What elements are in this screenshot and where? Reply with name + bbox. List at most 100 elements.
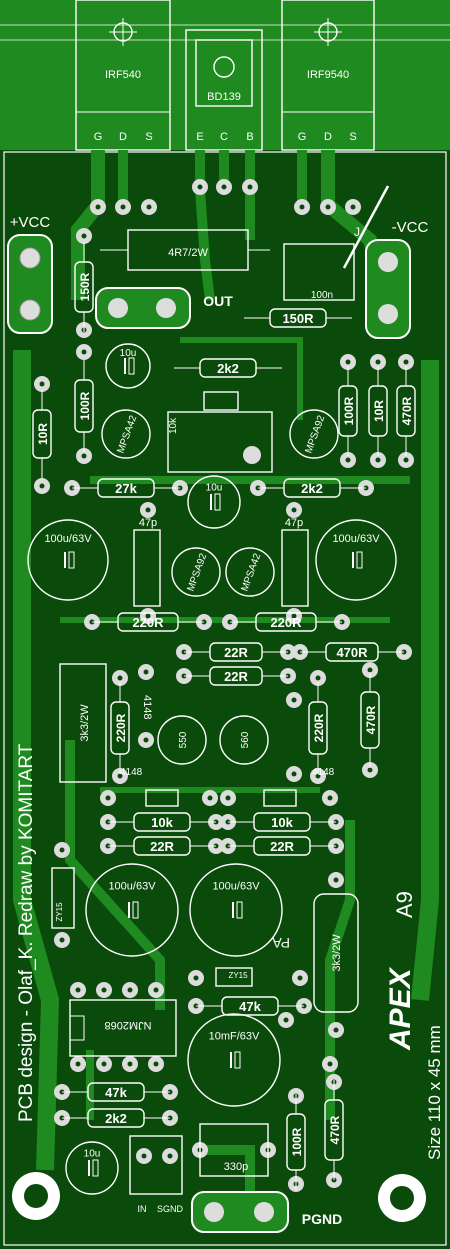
diode-4148-b [145, 789, 179, 807]
transistor-mpsa42-a: MPSA42 [101, 409, 151, 459]
resistor-r10-left: 10R [32, 390, 52, 478]
resistor-r150-h-label: 150R [282, 311, 314, 326]
vcc-neg-terminal: -VCC [365, 219, 428, 339]
cap-c100u-right: 100u/63V [315, 519, 397, 601]
pgnd-terminal: PGND [191, 1191, 342, 1233]
diode-4148-b-label: 4148 [120, 767, 143, 778]
cap-c100u-right-label: 100u/63V [332, 533, 380, 545]
resistor-r10k-a: 10k [108, 812, 216, 832]
cap-c10u-b-label: 10u [206, 482, 223, 493]
transistor-mpsa92-a: MPSA92 [289, 409, 339, 459]
pgnd-label: PGND [302, 1211, 342, 1227]
resistor-r2k2-c: 2k2 [62, 1108, 170, 1128]
cap-c10u-a-label: 10u [120, 348, 137, 359]
transistor-mpsa92-a-label: MPSA92 [303, 414, 327, 455]
irf540-label: IRF540 [105, 69, 141, 81]
resistor-r470-right: 470R [396, 366, 416, 456]
cap-c10u-b: 10u [187, 475, 241, 529]
resistor-r47k-a-label: 47k [239, 999, 261, 1014]
transistor-mpsa42-b: MPSA42 [225, 547, 275, 597]
resistor-r100-left: 100R [74, 360, 94, 452]
resistor-r10k-b-label: 10k [271, 815, 293, 830]
resistor-r470-mid-label: 470R [336, 645, 368, 660]
out-terminal: OUT [95, 287, 233, 329]
resistor-r2k2-a-label: 2k2 [217, 361, 239, 376]
transistor-q560: 560 [219, 715, 269, 765]
in-label: IN [138, 1204, 147, 1214]
transistor-mpsa92-b-label: MPSA92 [185, 552, 209, 593]
trimmer-knob [243, 446, 261, 464]
cap-c10mf: 10mF/63V [187, 1013, 281, 1107]
resistor-r100-bot-label: 100R [290, 1127, 304, 1156]
resistor-3k3-a-label: 3k3/2W [79, 704, 91, 742]
jumper-wire [342, 185, 390, 269]
resistor-r22-c-label: 22R [150, 839, 174, 854]
cap-330p-label: 330p [224, 1161, 248, 1173]
transistor-mpsa42-a-label: MPSA42 [115, 414, 139, 455]
resistor-3k3-a [59, 663, 107, 783]
resistor-r100-bot: 100R [286, 1094, 306, 1190]
resistor-3k3-b [313, 893, 359, 1013]
resistor-r22-d: 22R [228, 836, 336, 856]
credit-text: PCB design - Olaf_K. Redraw by KOMITART [16, 743, 37, 1122]
zener-zy15-a-label: ZY15 [55, 902, 64, 922]
pa-label: PA [272, 935, 290, 951]
irf9540-pin-g: G [298, 131, 307, 143]
resistor-r470-bot-label: 470R [328, 1115, 342, 1144]
resistor-r470-bot: 470R [324, 1080, 344, 1180]
resistor-r2k2-c-label: 2k2 [105, 1111, 127, 1126]
transistor-mpsa92-b: MPSA92 [171, 547, 221, 597]
diode-4148-c [263, 789, 297, 807]
bd139-pin-e: E [196, 131, 203, 143]
transistor-mpsa42-b-label: MPSA42 [239, 552, 263, 593]
resistor-r150-v-label: 150R [78, 272, 92, 301]
resistor-r22-d-label: 22R [270, 839, 294, 854]
transistor-q550: 550 [157, 715, 207, 765]
mount-hole-left [12, 1172, 60, 1220]
bd139-pin-b: B [246, 131, 253, 143]
diode-4148-c-label: 4148 [312, 767, 335, 778]
resistor-r27k: 27k [72, 478, 180, 498]
resistor-r220-v1-label: 220R [114, 713, 128, 742]
jumper-label: J [354, 225, 360, 239]
resistor-r2k2-a: 2k2 [174, 358, 282, 378]
mount-hole-right [378, 1174, 426, 1222]
resistor-r10k-a-label: 10k [151, 815, 173, 830]
cap-100n-label: 100n [311, 290, 333, 301]
resistor-r47k-b-label: 47k [105, 1085, 127, 1100]
cap-c10mf-label: 10mF/63V [209, 1030, 260, 1042]
irf540-pin-s: S [145, 131, 152, 143]
zener-zy15-b [215, 967, 253, 987]
horizontal-resistors: 150R 2k2 27k 2k2 220R 220R 22R 22R 470R 10k 10k 22R… [62, 308, 404, 1128]
cap-c100u-bl: 100u/63V [85, 863, 179, 957]
input-connector [129, 1135, 183, 1195]
cap-c10u-c-label: 10u [84, 1148, 101, 1159]
resistor-r27k-label: 27k [115, 481, 137, 496]
bd139-pin-c: C [220, 131, 228, 143]
resistor-r220-a: 220R [92, 612, 204, 632]
cap-c10u-c: 10u [65, 1141, 119, 1195]
zener-zy15-b-label: ZY15 [228, 971, 248, 980]
cap-c100u-left: 100u/63V [27, 519, 109, 601]
trimmer-pot [167, 411, 273, 473]
resistor-r22-c: 22R [108, 836, 216, 856]
vcc-pos-terminal: +VCC [7, 214, 53, 334]
resistor-r2k2-b-label: 2k2 [301, 481, 323, 496]
zener-zy15-a [51, 867, 75, 929]
cap-c100u-left-label: 100u/63V [44, 533, 92, 545]
irf540-body: IRF540 G D S [75, 0, 171, 151]
vcc-pos-label: +VCC [10, 214, 51, 231]
resistor-r100-left-label: 100R [78, 391, 92, 420]
resistor-r22-a-label: 22R [224, 645, 248, 660]
resistor-r220-b: 220R [230, 612, 342, 632]
resistor-r22-a: 22R [184, 642, 288, 662]
resistor-4r7-label: 4R7/2W [168, 247, 208, 259]
resistor-r220-v2-label: 220R [312, 713, 326, 742]
resistor-r150-h: 150R [244, 308, 352, 328]
resistor-r10-right: 10R [368, 366, 388, 456]
irf540-pin-d: D [119, 131, 127, 143]
cap-330p [199, 1123, 269, 1177]
sgnd-label: SGND [157, 1204, 184, 1214]
